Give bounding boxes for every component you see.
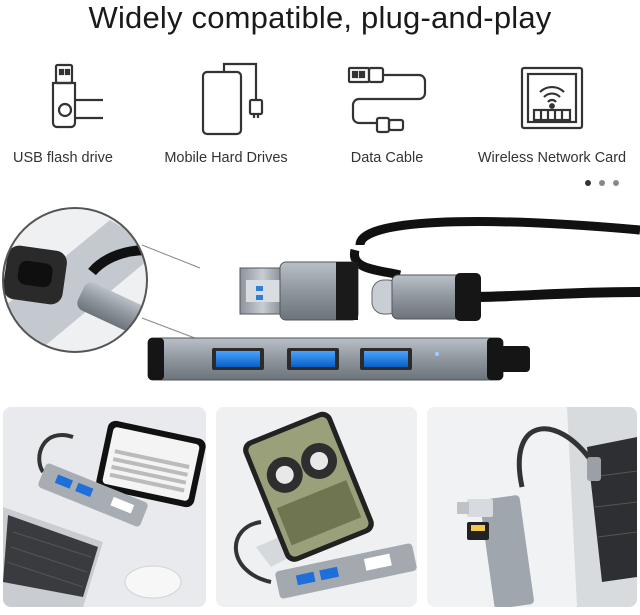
usb-a-connector [239,261,359,321]
carousel-dot[interactable] [613,180,619,186]
carousel-dot[interactable] [599,180,605,186]
device-label: Mobile Hard Drives [164,150,288,166]
device-wireless-network-card: Wireless Network Card [472,60,632,166]
device-label: USB flash drive [13,150,113,166]
device-label: Wireless Network Card [477,150,627,166]
usb-hub-product-image [2,207,640,381]
hub-with-card-reader-photo [427,407,637,607]
connector-closeup [2,207,148,353]
device-label: Data Cable [350,150,424,166]
mobile-hard-drive-icon [201,62,264,136]
device-mobile-hard-drive: Mobile Hard Drives [146,60,306,166]
data-cable-icon [347,66,427,134]
usb-flash-drive-icon [51,63,103,129]
carousel-dots [585,180,619,186]
headline: Widely compatible, plug-and-play [88,0,552,35]
usb-c-connector [371,273,481,321]
usb-hub-body [147,337,530,381]
device-data-cable: Data Cable [307,60,467,166]
carousel-dot[interactable] [585,180,591,186]
wireless-network-card-icon [520,66,584,130]
hub-with-laptop-and-phone-photo [3,407,206,607]
hub-with-phone-stand-photo [216,407,417,607]
device-usb-flash-drive: USB flash drive [0,60,143,166]
